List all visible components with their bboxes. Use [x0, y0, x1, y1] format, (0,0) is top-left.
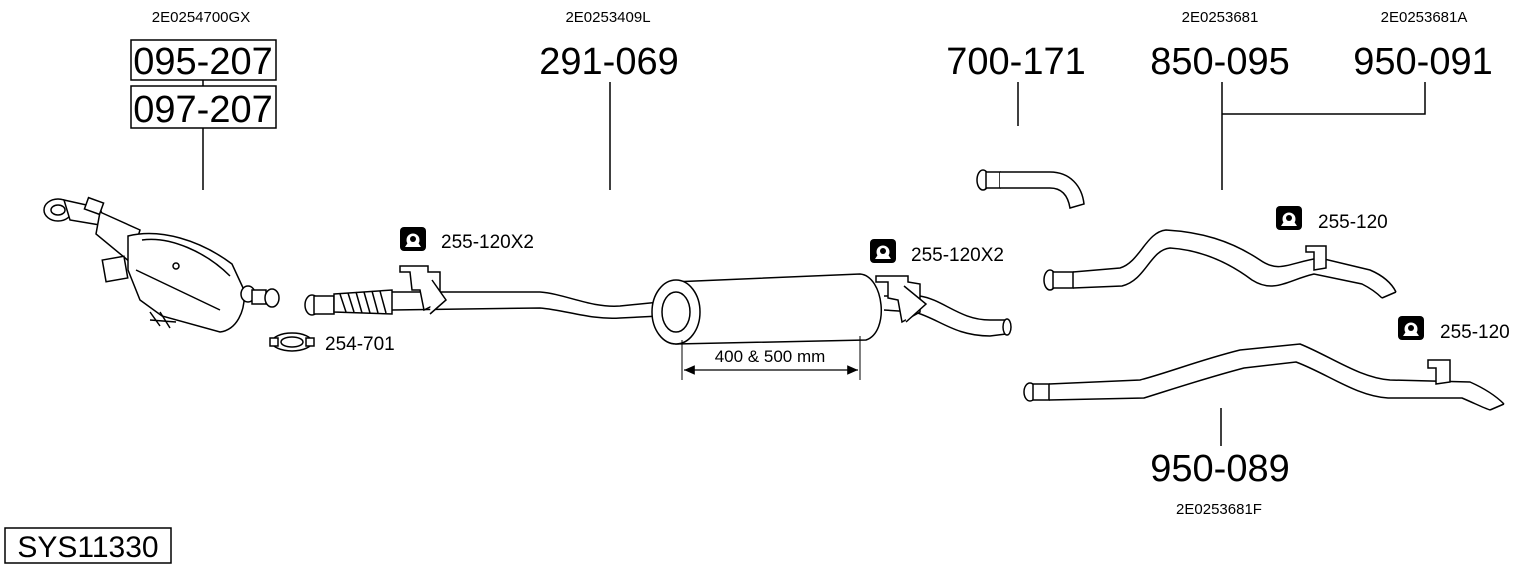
oem-number-rear-a: 2E0253681 — [1182, 9, 1259, 26]
hanger-label-rear-upper[interactable]: 255-120 — [1318, 212, 1388, 233]
system-id: SYS11330 — [17, 531, 158, 564]
tail-tip-drawing — [976, 169, 1085, 209]
part-number-rear-b[interactable]: 950-091 — [1353, 41, 1492, 83]
part-number-rear-f[interactable]: 950-089 — [1150, 448, 1289, 490]
dimension-label: 400 & 500 mm — [715, 347, 826, 366]
part-number-middle[interactable]: 291-069 — [539, 41, 678, 83]
part-number-rear-a[interactable]: 850-095 — [1150, 41, 1289, 83]
oem-number-middle: 2E0253409L — [565, 9, 650, 26]
middle-pipe-drawing — [304, 265, 1012, 345]
part-box-dpf-2 — [130, 85, 277, 129]
rear-pipe-upper-drawing — [1043, 229, 1397, 299]
part-number-dpf-1[interactable]: 095-207 — [133, 41, 272, 83]
part-number-tail-tip[interactable]: 700-171 — [946, 41, 1085, 83]
hanger-label-middle[interactable]: 255-120X2 — [911, 245, 1004, 266]
hanger-icon-rear-upper — [1276, 206, 1302, 230]
system-id-box — [4, 527, 172, 564]
part-number-dpf-2[interactable]: 097-207 — [133, 89, 272, 131]
oem-number-dpf: 2E0254700GX — [152, 9, 250, 26]
dpf-unit-drawing — [43, 196, 280, 333]
rear-pipe-lower-drawing — [1023, 343, 1505, 411]
hanger-icon-middle — [870, 239, 896, 263]
hanger-icon-rear-lower — [1398, 316, 1424, 340]
leader-line-rear-ab — [1221, 82, 1426, 190]
hanger-label-front[interactable]: 255-120X2 — [441, 232, 534, 253]
clamp-icon — [269, 332, 315, 352]
part-box-dpf-1 — [130, 39, 277, 81]
hanger-label-rear-lower[interactable]: 255-120 — [1440, 322, 1510, 343]
clamp-label[interactable]: 254-701 — [325, 334, 395, 355]
oem-number-rear-f: 2E0253681F — [1176, 501, 1262, 518]
hanger-icon-front — [400, 227, 426, 251]
oem-number-rear-b: 2E0253681A — [1381, 9, 1468, 26]
